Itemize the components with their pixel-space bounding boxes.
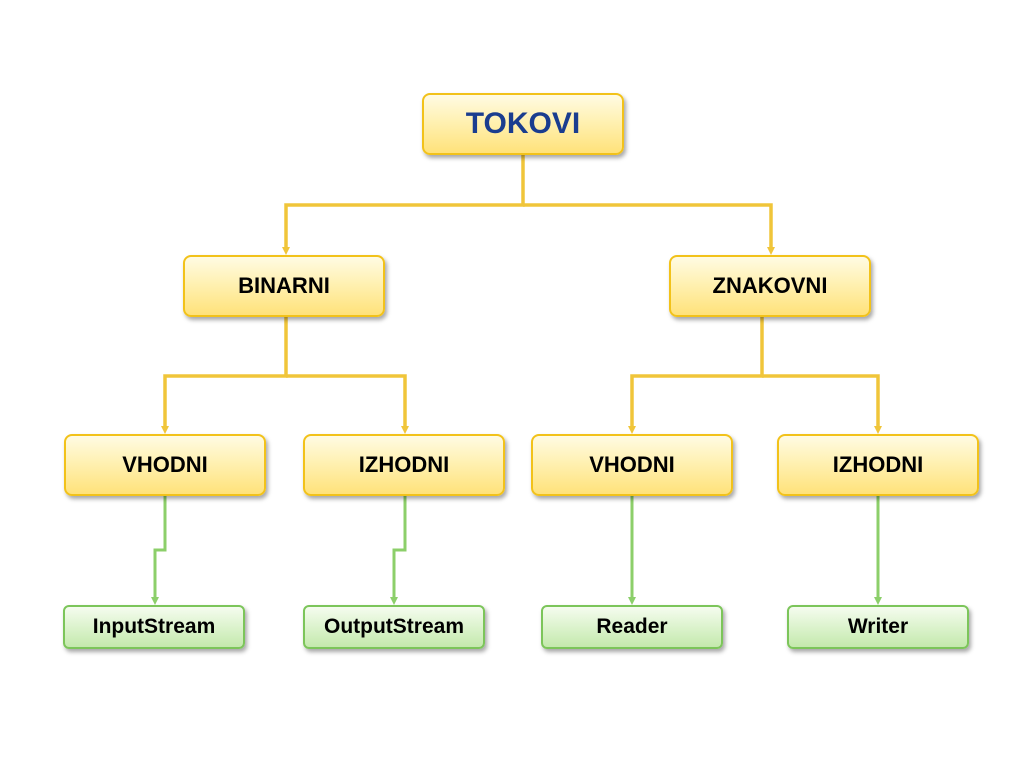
node-binarni-izhodni-label: IZHODNI xyxy=(358,452,450,477)
connector-znakovni-to-vhodni xyxy=(628,317,764,434)
node-znakovni-label: ZNAKOVNI xyxy=(712,273,828,298)
leaf-inputstream: InputStream xyxy=(63,605,245,649)
leaf-writer: Writer xyxy=(787,605,969,649)
node-tokovi: TOKOVI xyxy=(422,93,624,155)
node-binarni-vhodni: VHODNI xyxy=(64,434,266,496)
node-binarni: BINARNI xyxy=(183,255,385,317)
connector-root-to-znakovni xyxy=(523,203,775,255)
node-znakovni-izhodni: IZHODNI xyxy=(777,434,979,496)
node-tokovi-label: TOKOVI xyxy=(465,107,581,140)
leaf-writer-label: Writer xyxy=(847,615,909,638)
connector-root-to-binarni xyxy=(282,155,525,255)
leaf-outputstream-label: OutputStream xyxy=(323,615,464,638)
connector-znakovni-to-izhodni xyxy=(762,374,882,434)
leaf-outputstream: OutputStream xyxy=(303,605,485,649)
node-binarni-vhodni-label: VHODNI xyxy=(122,452,208,477)
connector-binarni-to-vhodni xyxy=(161,317,288,434)
node-znakovni-izhodni-label: IZHODNI xyxy=(832,452,924,477)
leaf-inputstream-label: InputStream xyxy=(92,615,216,638)
node-znakovni-vhodni-label: VHODNI xyxy=(589,452,675,477)
node-znakovni-vhodni: VHODNI xyxy=(531,434,733,496)
leaf-reader: Reader xyxy=(541,605,723,649)
leaf-reader-label: Reader xyxy=(596,615,668,638)
node-binarni-label: BINARNI xyxy=(238,273,330,298)
connector-izhodni-to-outputstream xyxy=(390,496,407,605)
connector-vhodni-to-inputstream xyxy=(151,496,167,605)
connector-binarni-to-izhodni xyxy=(286,374,409,434)
node-znakovni: ZNAKOVNI xyxy=(669,255,871,317)
node-binarni-izhodni: IZHODNI xyxy=(303,434,505,496)
